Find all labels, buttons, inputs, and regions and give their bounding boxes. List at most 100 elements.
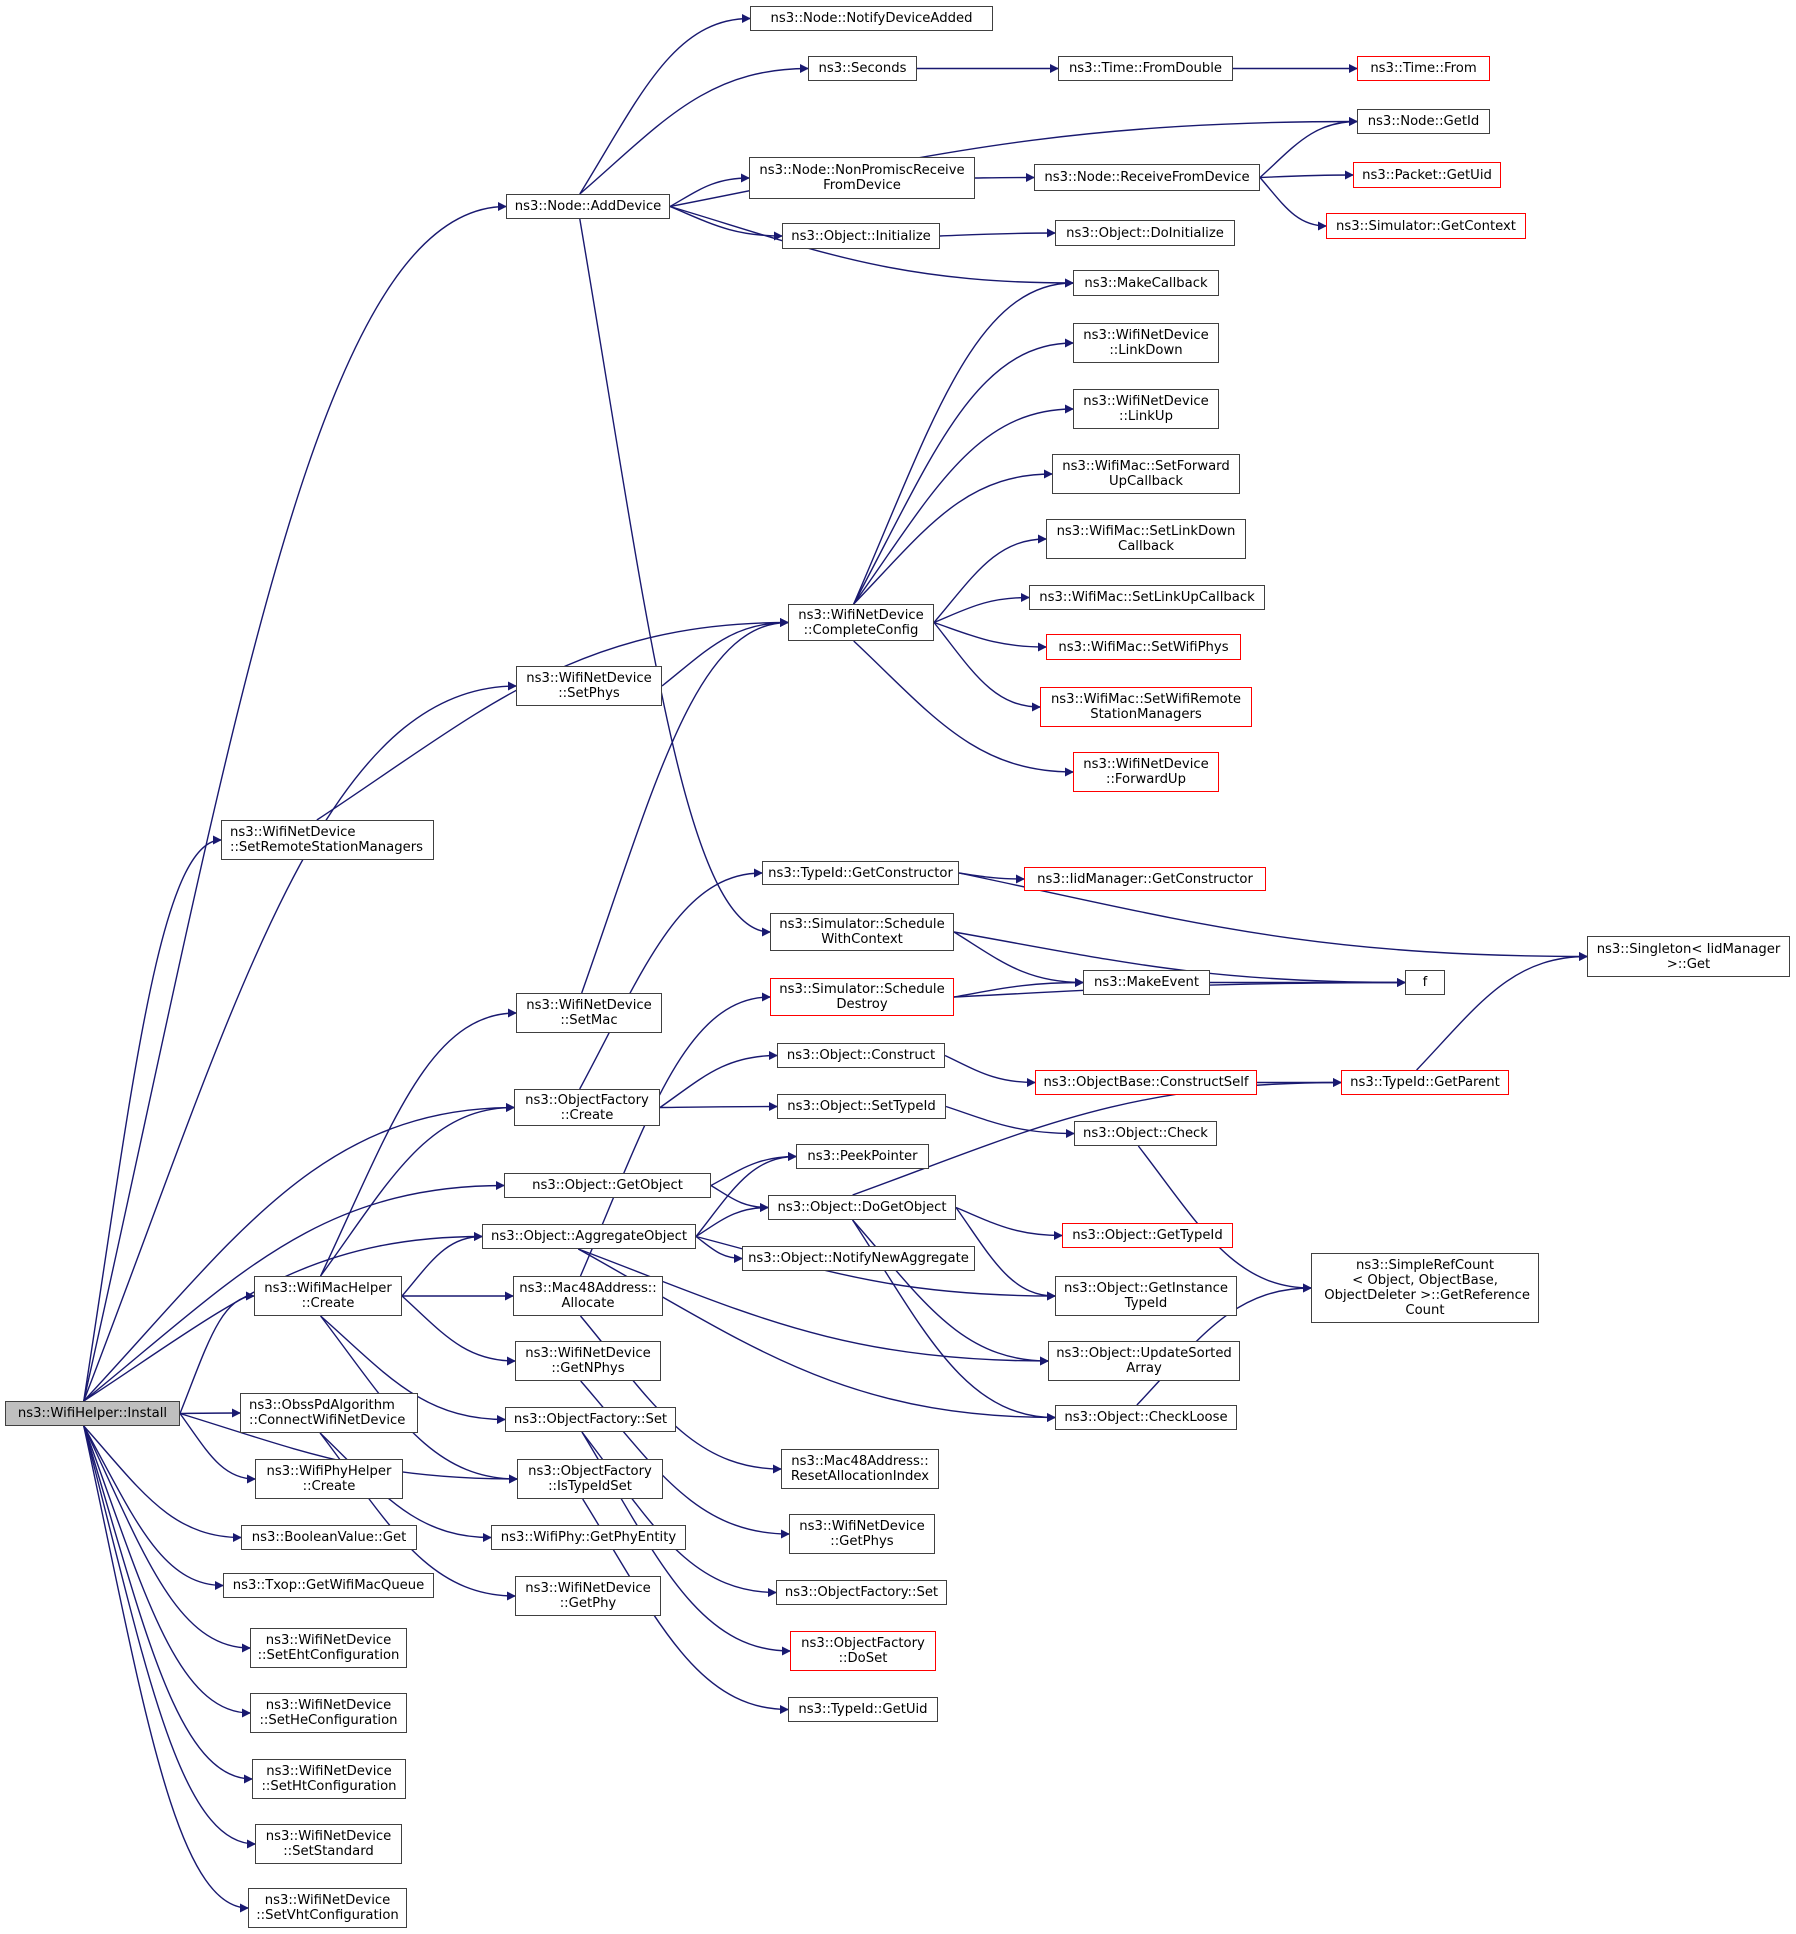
graph-node-set-eht[interactable]: ns3::WifiNetDevice ::SetEhtConfiguration bbox=[250, 1628, 407, 1668]
edge-install-to-setStandard bbox=[83, 1425, 256, 1849]
graph-node-get-constructor[interactable]: ns3::TypeId::GetConstructor bbox=[762, 861, 959, 885]
edge-construct-to-constructSelf bbox=[944, 1054, 1036, 1087]
graph-node-set-wifi-r-s-m[interactable]: ns3::WifiMac::SetWifiRemote StationManag… bbox=[1040, 687, 1252, 727]
graph-node-notify-device-added[interactable]: ns3::Node::NotifyDeviceAdded bbox=[750, 6, 993, 31]
graph-node-get-phy[interactable]: ns3::WifiNetDevice ::GetPhy bbox=[515, 1576, 661, 1616]
graph-node-set-vht[interactable]: ns3::WifiNetDevice ::SetVhtConfiguration bbox=[248, 1888, 407, 1928]
edge-getParent-to-singleton bbox=[1416, 952, 1588, 1071]
graph-node-phy-helper-create[interactable]: ns3::WifiPhyHelper ::Create bbox=[255, 1459, 403, 1499]
graph-node-simple-ref-count[interactable]: ns3::SimpleRefCount < Object, ObjectBase… bbox=[1311, 1253, 1539, 1323]
graph-node-link-up[interactable]: ns3::WifiNetDevice ::LinkUp bbox=[1073, 389, 1219, 429]
edge-checkLoose-to-simpleRefCount bbox=[1136, 1283, 1312, 1406]
graph-node-check-loose[interactable]: ns3::Object::CheckLoose bbox=[1055, 1405, 1237, 1430]
graph-node-factory-set2[interactable]: ns3::ObjectFactory::Set bbox=[776, 1580, 947, 1605]
edge-getConstructor-to-singleton bbox=[958, 872, 1588, 961]
graph-node-time-from[interactable]: ns3::Time::From bbox=[1357, 56, 1490, 81]
graph-node-seconds[interactable]: ns3::Seconds bbox=[808, 56, 917, 81]
graph-node-node-get-id[interactable]: ns3::Node::GetId bbox=[1357, 109, 1490, 134]
edge-aggregateObject-to-peekPointer bbox=[695, 1152, 797, 1237]
graph-node-f[interactable]: f bbox=[1405, 970, 1445, 995]
edge-install-to-setPhys bbox=[83, 681, 517, 1402]
edge-factoryCreate-to-getConstructor bbox=[579, 868, 763, 1090]
graph-node-complete-config[interactable]: ns3::WifiNetDevice ::CompleteConfig bbox=[788, 604, 934, 641]
graph-node-packet-get-uid[interactable]: ns3::Packet::GetUid bbox=[1353, 162, 1501, 188]
graph-node-set-r-s-m[interactable]: ns3::WifiNetDevice ::SetRemoteStationMan… bbox=[221, 820, 434, 860]
graph-node-do-set[interactable]: ns3::ObjectFactory ::DoSet bbox=[790, 1631, 936, 1671]
graph-node-make-callback[interactable]: ns3::MakeCallback bbox=[1073, 270, 1219, 296]
graph-node-singleton[interactable]: ns3::Singleton< IidManager >::Get bbox=[1587, 936, 1790, 977]
graph-node-txop-queue[interactable]: ns3::Txop::GetWifiMacQueue bbox=[223, 1573, 434, 1598]
graph-node-set-he[interactable]: ns3::WifiNetDevice ::SetHeConfiguration bbox=[250, 1693, 407, 1733]
edge-scheduleWithContext-to-makeEvent bbox=[953, 931, 1084, 987]
graph-node-notify-new-aggregate[interactable]: ns3::Object::NotifyNewAggregate bbox=[742, 1246, 975, 1271]
graph-node-set-type-id[interactable]: ns3::Object::SetTypeId bbox=[777, 1094, 946, 1119]
graph-node-factory-set1[interactable]: ns3::ObjectFactory::Set bbox=[505, 1407, 676, 1432]
graph-node-get-object[interactable]: ns3::Object::GetObject bbox=[504, 1173, 711, 1198]
graph-node-obj-get-type-id[interactable]: ns3::Object::GetTypeId bbox=[1062, 1223, 1233, 1248]
edge-obssPd-to-getPhy bbox=[319, 1432, 516, 1601]
graph-node-mac-helper-create[interactable]: ns3::WifiMacHelper ::Create bbox=[254, 1276, 402, 1316]
graph-node-peek-pointer[interactable]: ns3::PeekPointer bbox=[796, 1144, 929, 1169]
graph-node-update-sorted[interactable]: ns3::Object::UpdateSorted Array bbox=[1048, 1341, 1240, 1381]
graph-node-set-forward-up[interactable]: ns3::WifiMac::SetForward UpCallback bbox=[1052, 454, 1240, 494]
graph-node-aggregate-object[interactable]: ns3::Object::AggregateObject bbox=[482, 1224, 696, 1249]
graph-node-construct[interactable]: ns3::Object::Construct bbox=[777, 1043, 945, 1068]
graph-node-obss-pd[interactable]: ns3::ObssPdAlgorithm ::ConnectWifiNetDev… bbox=[240, 1393, 418, 1433]
edge-factorySet1-to-factorySet2 bbox=[581, 1431, 777, 1597]
graph-node-non-promisc[interactable]: ns3::Node::NonPromiscReceive FromDevice bbox=[749, 157, 975, 199]
graph-node-set-phys[interactable]: ns3::WifiNetDevice ::SetPhys bbox=[516, 666, 662, 706]
graph-node-get-phys[interactable]: ns3::WifiNetDevice ::GetPhys bbox=[789, 1514, 935, 1554]
graph-node-schedule-with-context[interactable]: ns3::Simulator::Schedule WithContext bbox=[770, 913, 954, 951]
edge-completeConfig-to-setWifiRSM bbox=[933, 622, 1041, 712]
graph-node-get-parent[interactable]: ns3::TypeId::GetParent bbox=[1341, 1070, 1509, 1095]
graph-node-initialize[interactable]: ns3::Object::Initialize bbox=[782, 223, 940, 249]
graph-node-from-double[interactable]: ns3::Time::FromDouble bbox=[1058, 56, 1233, 81]
edge-check-to-simpleRefCount bbox=[1137, 1145, 1312, 1293]
graph-node-schedule-destroy[interactable]: ns3::Simulator::Schedule Destroy bbox=[770, 978, 954, 1016]
edge-macHelperCreate-to-factoryCreate bbox=[320, 1103, 515, 1277]
edge-getConstructor-to-iidGetConstructor bbox=[958, 872, 1025, 884]
graph-node-construct-self[interactable]: ns3::ObjectBase::ConstructSelf bbox=[1035, 1070, 1257, 1095]
graph-node-set-link-down[interactable]: ns3::WifiMac::SetLinkDown Callback bbox=[1046, 519, 1246, 559]
edge-install-to-factoryCreate bbox=[83, 1103, 515, 1402]
graph-node-boolean-get[interactable]: ns3::BooleanValue::Get bbox=[241, 1525, 417, 1550]
graph-node-get-phy-entity[interactable]: ns3::WifiPhy::GetPhyEntity bbox=[491, 1525, 686, 1550]
graph-node-add-device[interactable]: ns3::Node::AddDevice bbox=[506, 194, 670, 219]
graph-node-set-ht[interactable]: ns3::WifiNetDevice ::SetHtConfiguration bbox=[252, 1759, 406, 1799]
graph-node-check[interactable]: ns3::Object::Check bbox=[1074, 1121, 1217, 1146]
edge-aggregateObject-to-updateSorted bbox=[578, 1248, 1049, 1366]
graph-node-type-id-get-uid[interactable]: ns3::TypeId::GetUid bbox=[788, 1697, 938, 1722]
graph-node-is-type-id-set[interactable]: ns3::ObjectFactory ::IsTypeIdSet bbox=[517, 1459, 663, 1499]
graph-node-set-wifi-phys[interactable]: ns3::WifiMac::SetWifiPhys bbox=[1046, 634, 1241, 660]
graph-node-do-initialize[interactable]: ns3::Object::DoInitialize bbox=[1055, 220, 1235, 246]
graph-node-set-standard[interactable]: ns3::WifiNetDevice ::SetStandard bbox=[255, 1824, 402, 1864]
edge-macHelperCreate-to-getNPhys bbox=[401, 1295, 516, 1366]
graph-node-forward-up[interactable]: ns3::WifiNetDevice ::ForwardUp bbox=[1073, 752, 1219, 792]
edge-setPhys-to-completeConfig bbox=[661, 618, 789, 687]
graph-node-link-down[interactable]: ns3::WifiNetDevice ::LinkDown bbox=[1073, 323, 1219, 363]
edge-addDevice-to-seconds bbox=[579, 64, 809, 195]
edge-install-to-aggregateObject bbox=[83, 1232, 483, 1402]
graph-node-iid-get-constructor[interactable]: ns3::IidManager::GetConstructor bbox=[1024, 867, 1266, 891]
graph-node-do-get-object[interactable]: ns3::Object::DoGetObject bbox=[768, 1195, 956, 1220]
edge-install-to-addDevice bbox=[83, 202, 507, 1402]
graph-node-set-link-up[interactable]: ns3::WifiMac::SetLinkUpCallback bbox=[1029, 585, 1265, 610]
edge-install-to-txopQueue bbox=[83, 1425, 224, 1590]
edge-completeConfig-to-makeCallback bbox=[853, 278, 1074, 605]
graph-node-mac-allocate[interactable]: ns3::Mac48Address:: Allocate bbox=[513, 1276, 663, 1316]
edge-receiveFromDevice-to-packetGetUid bbox=[1259, 170, 1354, 180]
edge-initialize-to-doInitialize bbox=[939, 228, 1056, 238]
graph-node-get-context[interactable]: ns3::Simulator::GetContext bbox=[1326, 213, 1526, 239]
graph-node-reset-alloc[interactable]: ns3::Mac48Address:: ResetAllocationIndex bbox=[781, 1449, 939, 1489]
edge-completeConfig-to-setLinkUp bbox=[933, 593, 1030, 624]
graph-node-get-instance-type-id[interactable]: ns3::Object::GetInstance TypeId bbox=[1055, 1276, 1237, 1316]
graph-node-receive-from-device[interactable]: ns3::Node::ReceiveFromDevice bbox=[1034, 164, 1260, 191]
graph-node-make-event[interactable]: ns3::MakeEvent bbox=[1083, 970, 1210, 995]
edge-install-to-phyHelperCreate bbox=[179, 1413, 256, 1484]
graph-node-set-mac[interactable]: ns3::WifiNetDevice ::SetMac bbox=[516, 993, 662, 1033]
edge-setRSM-to-completeConfig bbox=[316, 618, 789, 821]
edge-doGetObject-to-objGetTypeId bbox=[955, 1206, 1063, 1240]
graph-node-factory-create[interactable]: ns3::ObjectFactory ::Create bbox=[514, 1089, 660, 1126]
graph-node-get-n-phys[interactable]: ns3::WifiNetDevice ::GetNPhys bbox=[515, 1341, 661, 1381]
